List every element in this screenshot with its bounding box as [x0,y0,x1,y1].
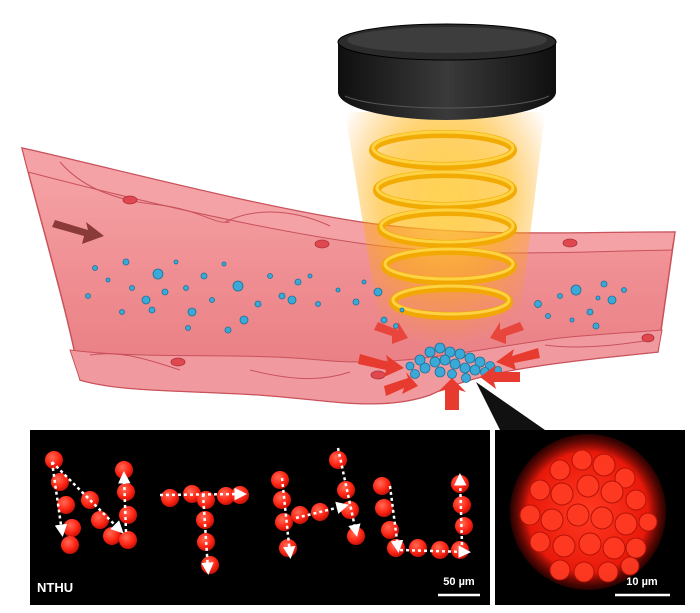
magnetic-field-coil [369,130,517,320]
force-arrows [358,322,540,410]
scale-bar-label-left: 50 µm [443,576,475,588]
flow-direction-arrow [52,220,104,244]
trajectory-arrows [50,447,471,575]
scale-bar-label-right: 10 µm [626,576,658,588]
magnetic-particles [85,258,627,334]
zoom-callout [476,382,545,430]
cluster-panel [495,430,685,605]
pattern-panel [30,430,490,605]
magnet-icon [337,23,557,120]
blood-vessel [20,147,676,405]
particle-cluster [405,342,502,383]
corner-label: NTHU [37,580,74,595]
